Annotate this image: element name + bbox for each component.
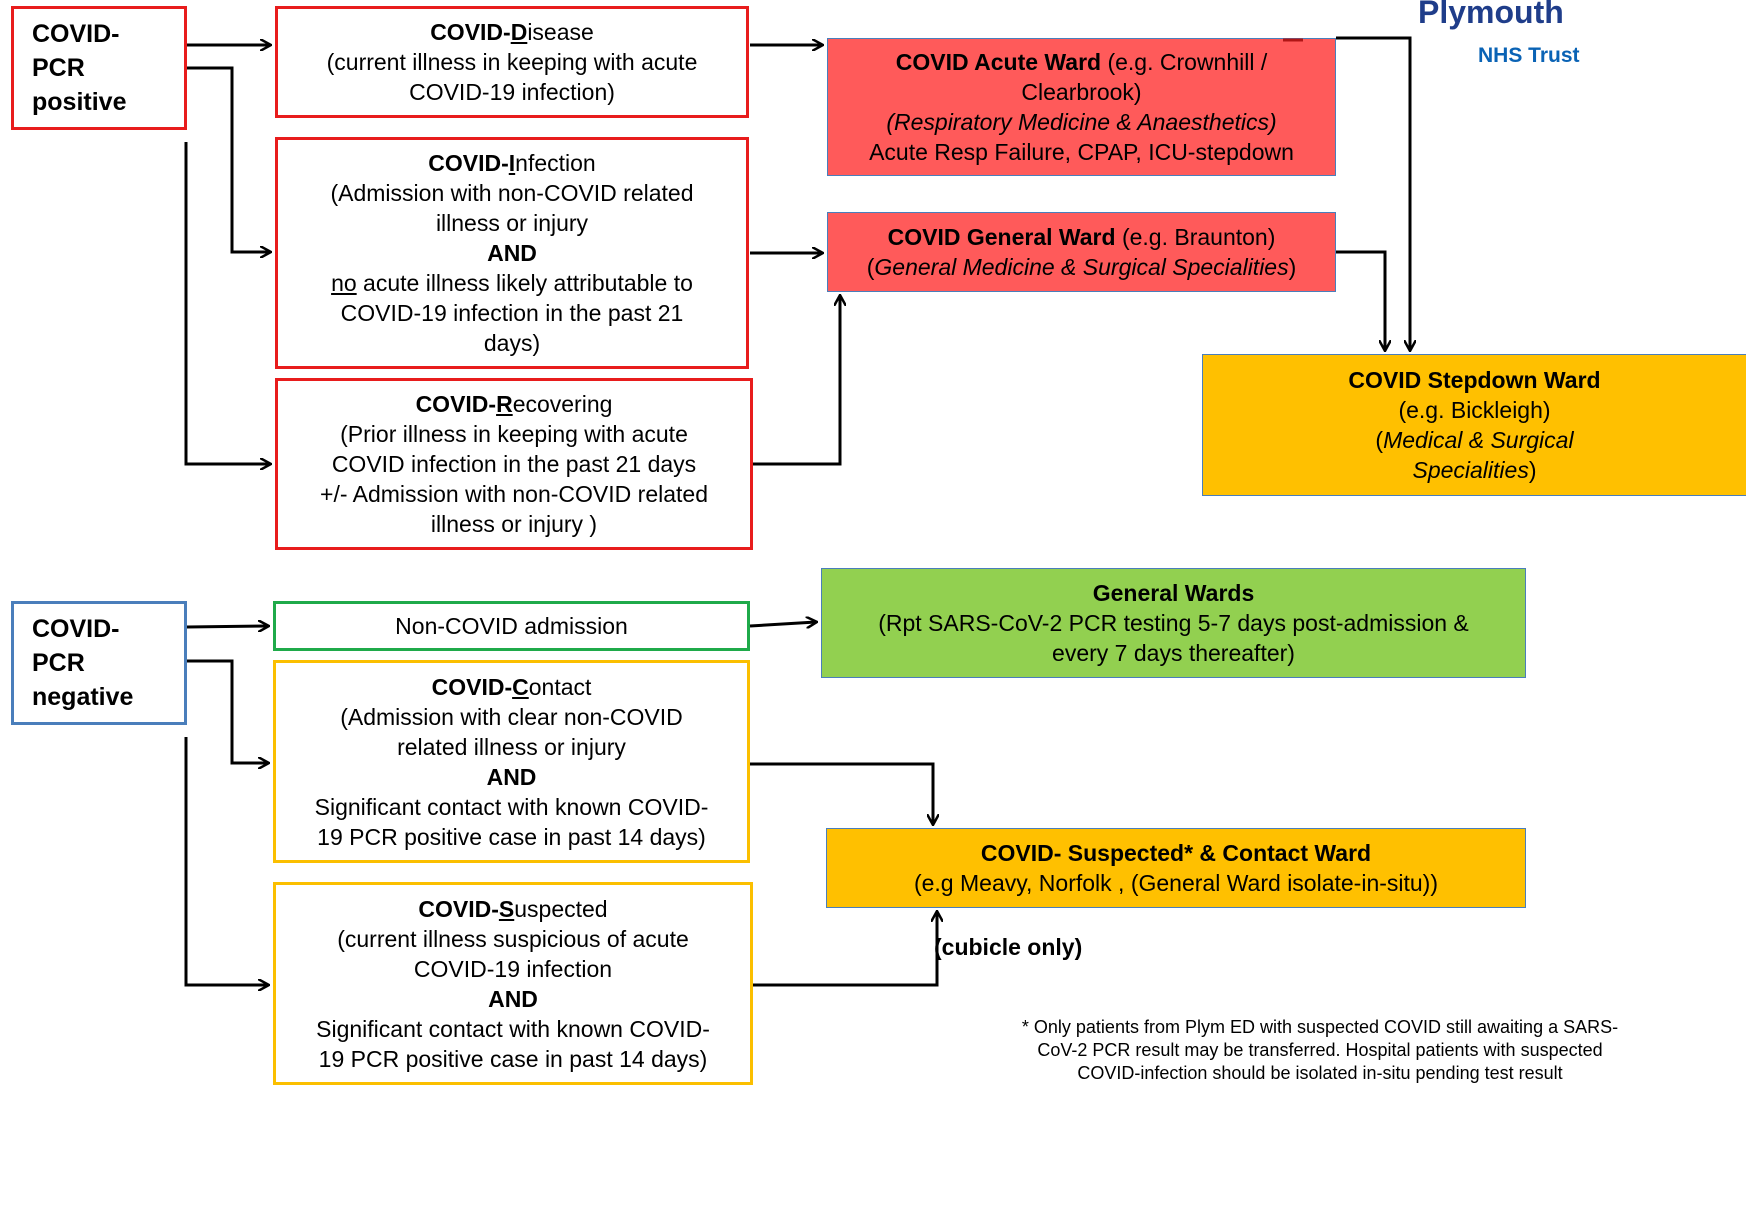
general-wards-line-2: (Rpt SARS-CoV-2 PCR testing 5-7 days pos…: [878, 610, 1469, 636]
arrow-suspected-to-suspected-ward: [753, 912, 937, 987]
covid-disease-desc-2: COVID-19 infection): [409, 79, 615, 105]
trust-logo: Plymouth NHS Trust: [1418, 0, 1746, 80]
arrow-contact-to-suspected-ward: [750, 762, 933, 824]
covid-acute-ward-line-2: Clearbrook): [1021, 79, 1142, 105]
covid-suspected-contact-ward-line-2: (e.g Meavy, Norfolk , (General Ward isol…: [913, 870, 1439, 896]
covid-general-ward-line-2: (General Medicine & Surgical Specialitie…: [866, 254, 1297, 280]
covid-infection-heading: COVID-Infection: [428, 150, 596, 176]
arrow-acute-to-stepdown: [1336, 36, 1410, 350]
pcr-positive-line-3: positive: [32, 88, 127, 116]
covid-acute-ward-line-4: Acute Resp Failure, CPAP, ICU-stepdown: [869, 139, 1294, 165]
pcr-positive-line-1: COVID-: [32, 20, 120, 48]
non-covid-admission-label: Non-COVID admission: [395, 613, 628, 639]
covid-suspected-contact-ward-title: COVID- Suspected* & Contact Ward: [980, 840, 1372, 866]
covid-contact-and: AND: [486, 763, 537, 790]
covid-recovering-desc-1: (Prior illness in keeping with acute: [340, 421, 688, 447]
covid-infection-desc-4: COVID-19 infection in the past 21: [340, 300, 684, 326]
pcr-positive-box: COVID- PCR positive: [11, 6, 187, 130]
covid-contact-heading: COVID-Contact: [431, 673, 592, 700]
cubicle-only-label: (cubicle only): [934, 934, 1083, 960]
covid-infection-box: COVID-Infection (Admission with non-COVI…: [275, 137, 749, 369]
covid-contact-desc-2: related illness or injury: [397, 733, 626, 760]
covid-acute-ward-title: COVID Acute Ward (e.g. Crownhill /: [895, 49, 1268, 75]
pcr-negative-line-1: COVID-: [32, 615, 120, 643]
general-wards-line-3: every 7 days thereafter): [1052, 640, 1295, 666]
covid-suspected-desc-3: Significant contact with known COVID-: [316, 1015, 710, 1042]
covid-recovering-heading: COVID-Recovering: [415, 391, 613, 417]
logo-line-1: Plymouth: [1418, 0, 1564, 30]
covid-stepdown-ward-line-3: (Medical & Surgical: [1375, 427, 1574, 453]
arrow-noncovid-to-general-wards: [749, 622, 816, 626]
footnote: * Only patients from Plym ED with suspec…: [870, 1016, 1746, 1085]
pcr-negative-box: COVID- PCR negative: [11, 601, 187, 725]
covid-acute-ward-line-3: (Respiratory Medicine & Anaesthetics): [886, 109, 1277, 135]
covid-suspected-heading: COVID-Suspected: [418, 895, 608, 922]
covid-general-ward-box: COVID General Ward (e.g. Braunton) (Gene…: [827, 212, 1336, 292]
covid-suspected-contact-ward-box: COVID- Suspected* & Contact Ward (e.g Me…: [826, 828, 1526, 908]
covid-suspected-box: COVID-Suspected (current illness suspici…: [273, 882, 753, 1085]
covid-contact-desc-1: (Admission with clear non-COVID: [340, 703, 683, 730]
covid-contact-desc-4: 19 PCR positive case in past 14 days): [317, 823, 706, 850]
covid-suspected-desc-1: (current illness suspicious of acute: [337, 925, 689, 952]
arrow-positive-to-infection: [187, 66, 270, 252]
covid-infection-desc-2: illness or injury: [435, 210, 589, 236]
footnote-line-2: CoV-2 PCR result may be transferred. Hos…: [1037, 1040, 1603, 1060]
covid-recovering-box: COVID-Recovering (Prior illness in keepi…: [275, 378, 753, 550]
covid-disease-box: COVID-Disease (current illness in keepin…: [275, 6, 749, 118]
covid-suspected-and: AND: [488, 985, 538, 1012]
general-wards-box: General Wards (Rpt SARS-CoV-2 PCR testin…: [821, 568, 1526, 678]
covid-stepdown-ward-title: COVID Stepdown Ward: [1348, 367, 1601, 393]
covid-acute-ward-box: COVID Acute Ward (e.g. Crownhill / Clear…: [827, 38, 1336, 176]
covid-contact-box: COVID-Contact (Admission with clear non-…: [273, 660, 750, 863]
covid-disease-heading: COVID-Disease: [430, 19, 594, 45]
logo-line-2: NHS Trust: [1478, 44, 1580, 67]
non-covid-admission-box: Non-COVID admission: [273, 601, 750, 651]
arrow-negative-to-suspected: [184, 737, 268, 985]
covid-general-ward-title: COVID General Ward (e.g. Braunton): [887, 224, 1276, 250]
covid-infection-desc-1: (Admission with non-COVID related: [330, 180, 694, 206]
general-wards-title: General Wards: [1092, 580, 1255, 606]
covid-suspected-desc-2: COVID-19 infection: [413, 955, 613, 982]
footnote-line-1: * Only patients from Plym ED with suspec…: [1021, 1017, 1619, 1037]
covid-stepdown-ward-box: COVID Stepdown Ward (e.g. Bickleigh) (Me…: [1202, 354, 1746, 496]
pcr-negative-line-2: PCR: [32, 649, 85, 677]
arrow-recovering-to-general: [753, 296, 840, 466]
covid-stepdown-ward-line-2: (e.g. Bickleigh): [1398, 397, 1551, 423]
pcr-negative-line-3: negative: [32, 683, 134, 711]
covid-recovering-desc-2: COVID infection in the past 21 days: [331, 451, 697, 477]
covid-disease-desc-1: (current illness in keeping with acute: [326, 49, 698, 75]
covid-infection-and: AND: [487, 240, 537, 266]
covid-infection-desc-3: no acute illness likely attributable to: [331, 270, 693, 296]
covid-suspected-desc-4: 19 PCR positive case in past 14 days): [318, 1045, 708, 1072]
arrow-negative-to-noncovid: [186, 626, 268, 627]
pcr-positive-line-2: PCR: [32, 54, 85, 82]
covid-infection-desc-5: days): [483, 330, 541, 356]
covid-stepdown-ward-line-4: Specialities): [1412, 457, 1537, 483]
covid-contact-desc-3: Significant contact with known COVID-: [314, 793, 709, 820]
covid-recovering-desc-3: +/- Admission with non-COVID related: [320, 481, 708, 507]
footnote-line-3: COVID-infection should be isolated in-si…: [1077, 1063, 1563, 1083]
arrow-general-to-stepdown: [1336, 250, 1385, 350]
covid-recovering-desc-4: illness or injury ): [430, 511, 598, 537]
arrow-negative-to-contact: [187, 659, 268, 763]
arrow-positive-to-recovering: [184, 142, 270, 464]
